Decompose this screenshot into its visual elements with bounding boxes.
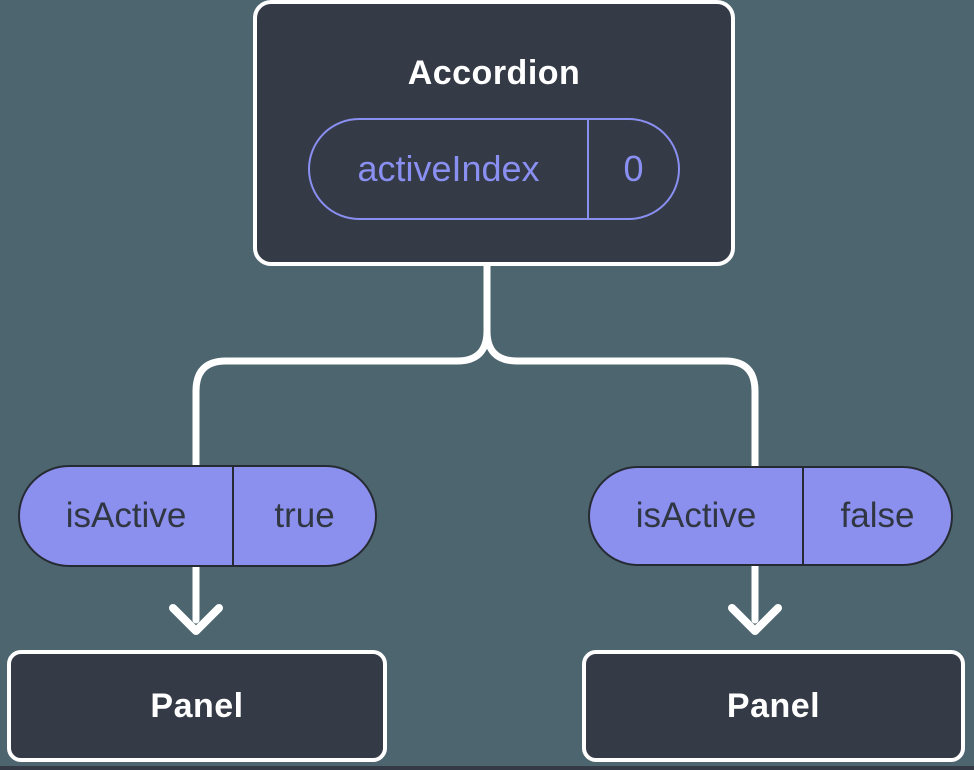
- prop-pill-value: false: [840, 496, 915, 535]
- state-pill-activeindex: activeIndex 0: [308, 118, 680, 220]
- prop-pill-name: isActive: [20, 467, 234, 565]
- state-pill-value: 0: [623, 148, 644, 189]
- connector-left-branch: [192, 262, 491, 466]
- state-pill-name: activeIndex: [310, 120, 589, 218]
- bottom-edge-strip: [0, 766, 974, 770]
- accordion-node-title: Accordion: [407, 54, 581, 92]
- down-arrow-right-head-icon: [728, 604, 782, 635]
- prop-pill-name: isActive: [590, 468, 804, 564]
- accordion-node: Accordion activeIndex 0: [253, 0, 735, 266]
- panel-node-left: Panel: [7, 650, 387, 762]
- down-arrow-left-head-icon: [169, 604, 223, 635]
- prop-pill-isactive-true: isActive true: [18, 465, 377, 567]
- connector-right-branch: [483, 262, 759, 466]
- prop-pill-isactive-false: isActive false: [588, 466, 953, 566]
- panel-node-right: Panel: [582, 650, 965, 762]
- prop-pill-value: true: [274, 496, 335, 535]
